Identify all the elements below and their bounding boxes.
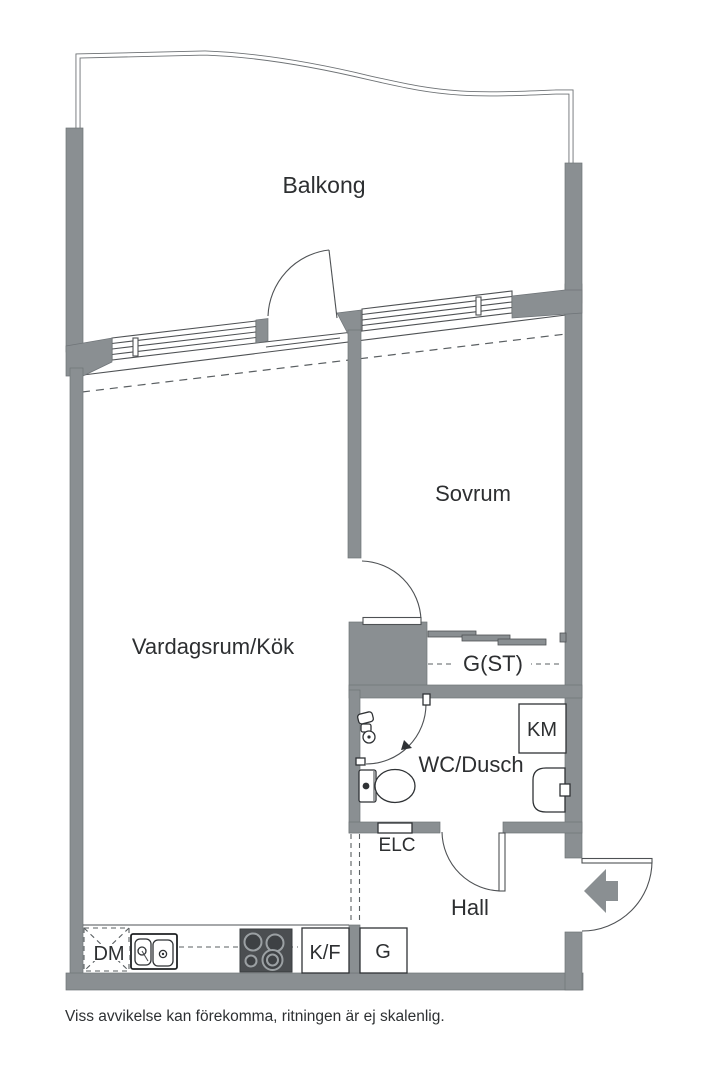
window-end-block <box>255 318 269 344</box>
living-room-window <box>111 320 257 361</box>
shower-head-icon <box>356 711 376 744</box>
closet-sliding-doors <box>427 630 567 646</box>
window-mullion <box>132 337 139 357</box>
bedroom-living-wall <box>347 329 362 559</box>
entrance-door <box>581 857 653 932</box>
fixture-label-elc: ELC <box>379 835 416 856</box>
hall-opening-dashed <box>350 834 361 922</box>
room-label-balcony: Balkong <box>282 172 365 198</box>
room-label-hall: Hall <box>451 895 489 920</box>
entrance-arrow-icon <box>584 869 618 913</box>
bottom-wall <box>65 972 584 991</box>
elc-panel <box>377 822 413 834</box>
balcony-railing <box>75 50 574 166</box>
fixture-label-wardrobe: G <box>375 941 391 963</box>
bedroom-door <box>361 560 422 626</box>
closet-label-mask <box>455 648 531 674</box>
bathroom-bottom-wall-right <box>502 821 583 834</box>
fridge-freezer-box <box>301 927 350 974</box>
toilet <box>358 768 416 804</box>
shower-wall-mount <box>355 757 366 766</box>
shower-rail-mount <box>422 693 431 706</box>
room-label-living-kitchen: Vardagsrum/Kök <box>132 634 295 659</box>
right-wall-balcony <box>564 162 583 304</box>
disclaimer-text: Viss avvikelse kan förekomma, ritningen … <box>65 1008 445 1025</box>
hall-wardrobe-box <box>359 927 408 974</box>
room-label-bathroom: WC/Dusch <box>418 752 523 777</box>
balcony-door <box>267 249 338 319</box>
right-wall-below-entry <box>564 931 583 991</box>
shower <box>355 693 431 766</box>
balcony-floor-edge <box>82 314 567 376</box>
right-wall <box>564 283 583 859</box>
left-wall <box>69 367 84 983</box>
closet-corner-block <box>348 621 428 691</box>
kitchen-hall-divider <box>348 924 361 974</box>
kitchen-sink <box>130 933 178 970</box>
exterior-walls <box>65 127 584 991</box>
room-label-bedroom: Sovrum <box>435 481 511 506</box>
washing-machine-box <box>518 703 567 754</box>
fixture-label-washing-machine: KM <box>527 719 557 741</box>
dm-label-mask <box>89 944 129 961</box>
left-window-stub <box>65 337 113 377</box>
left-wall-balcony <box>65 127 84 353</box>
right-window-stub <box>511 289 583 319</box>
bathroom-top-wall <box>348 684 583 699</box>
interior-walls <box>336 309 583 974</box>
ceiling-dashed-line <box>81 333 567 393</box>
fixture-label-dishwasher: DM <box>93 943 124 965</box>
window-mullion <box>475 296 482 316</box>
room-label-closet: G(ST) <box>463 651 523 676</box>
fixture-label-fridge-freezer: K/F <box>309 942 340 964</box>
stove <box>239 928 293 973</box>
bathroom-door <box>441 831 506 892</box>
bathroom-sink <box>532 767 571 813</box>
